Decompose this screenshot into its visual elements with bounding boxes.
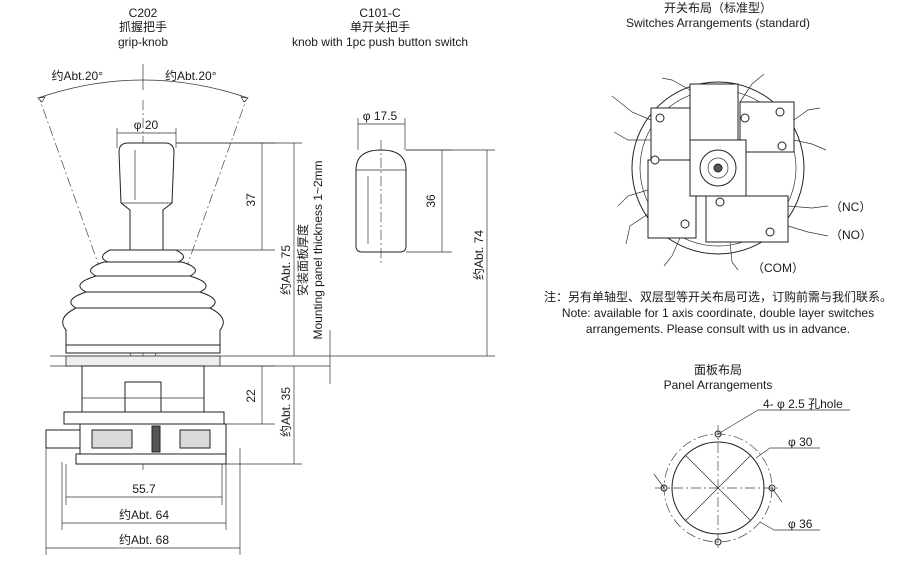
screw <box>765 227 775 237</box>
bellows-fold-2 <box>79 275 207 293</box>
bellows-fold-3 <box>70 291 216 309</box>
microswitch-top <box>689 83 739 147</box>
panel-thickness-cn: 安装面板厚度 <box>295 224 310 296</box>
note-en-line-1: Note: available for 1 axis coordinate, d… <box>562 306 874 320</box>
mounting-hole-right <box>768 484 776 492</box>
knob-switch-name-cn: 单开关把手 <box>350 20 410 34</box>
label-nc: （NC） <box>830 200 871 214</box>
knob-switch-code: C101-C <box>359 6 401 20</box>
dim-37-label: 37 <box>244 193 258 207</box>
bellows-flange <box>65 344 221 354</box>
grip-knob-section: C202 抓握把手 grip-knob 约Abt.20° 约Abt.20° φ … <box>37 6 495 555</box>
screw <box>777 141 787 151</box>
note-cn: 注：另有单轴型、双层型等开关布局可选，订购前需与我们联系。 <box>544 289 892 304</box>
knob-switch-name-en: knob with 1pc push button switch <box>292 35 468 49</box>
base-plate <box>75 453 227 465</box>
microswitch-right <box>179 429 211 449</box>
switch-arrangement-section: 开关布局（标准型） Switches Arrangements (standar… <box>611 1 872 275</box>
dim-55-7-label: 55.7 <box>132 482 156 496</box>
dim-22-label: 22 <box>244 389 258 403</box>
switch-arrangement-title-cn: 开关布局（标准型） <box>664 1 772 15</box>
grip-knob-name-cn: 抓握把手 <box>119 19 167 34</box>
tilt-line-right <box>142 99 247 391</box>
tilt-line-left <box>39 99 144 391</box>
switch-actuator-block <box>124 381 162 413</box>
grip-knob-name-en: grip-knob <box>118 35 168 49</box>
screw <box>740 113 750 123</box>
note-en-line-2: arrangements. Please consult with us in … <box>586 322 850 336</box>
panel-dia-30-label: φ 30 <box>788 435 813 449</box>
bellows-top <box>102 249 184 263</box>
mounting-plate <box>63 411 225 425</box>
knob-diameter-label: φ 17.5 <box>363 109 398 123</box>
mounting-hole-top <box>714 430 722 438</box>
screw <box>715 197 725 207</box>
angle-right-label: 约Abt.20° <box>165 68 217 83</box>
note-section: 注：另有单轴型、双层型等开关布局可选，订购前需与我们联系。 Note: avai… <box>544 289 892 336</box>
switch-lever <box>151 425 161 453</box>
grip-diameter-label: φ 20 <box>134 118 159 132</box>
panel-arrangement-section: 面板布局 Panel Arrangements 4- φ 2.5 孔hole φ… <box>653 363 850 551</box>
terminal-leads <box>611 73 829 271</box>
dim-36-label: 36 <box>424 194 438 208</box>
bellows-fold-1 <box>90 261 196 277</box>
switch-arrangement-title-en: Switches Arrangements (standard) <box>626 16 810 30</box>
label-com: （COM） <box>752 261 804 275</box>
grip-handle <box>118 142 175 251</box>
mounting-hole-bottom <box>714 538 722 546</box>
panel-holes-label: 4- φ 2.5 孔hole <box>763 397 843 411</box>
dim-68-label: 约Abt. 68 <box>119 532 169 547</box>
mounting-hole-left <box>660 484 668 492</box>
bellows-base <box>62 307 224 346</box>
screw <box>655 113 665 123</box>
panel-arrangement-title-en: Panel Arrangements <box>664 378 773 392</box>
panel-dia-36-label: φ 36 <box>788 517 813 531</box>
grip-knob-code: C202 <box>129 6 158 20</box>
screw <box>680 219 690 229</box>
panel-thickness-en: Mounting panel thickness 1~2mm <box>311 160 325 339</box>
angle-left-label: 约Abt.20° <box>52 68 104 83</box>
dim-74-label: 约Abt. 74 <box>471 230 486 280</box>
microswitch-left <box>91 429 133 449</box>
screw <box>650 155 660 165</box>
dim-75-label: 约Abt. 75 <box>278 245 293 295</box>
screw <box>775 107 785 117</box>
knob-switch-section: C101-C 单开关把手 knob with 1pc push button s… <box>292 6 495 356</box>
dim-64-label: 约Abt. 64 <box>119 507 169 522</box>
terminal-left <box>45 429 81 449</box>
label-no: （NO） <box>830 228 872 242</box>
dim-35-label: 约Abt. 35 <box>278 387 293 437</box>
panel-arrangement-title-cn: 面板布局 <box>694 363 742 377</box>
mounting-panel <box>65 355 221 367</box>
